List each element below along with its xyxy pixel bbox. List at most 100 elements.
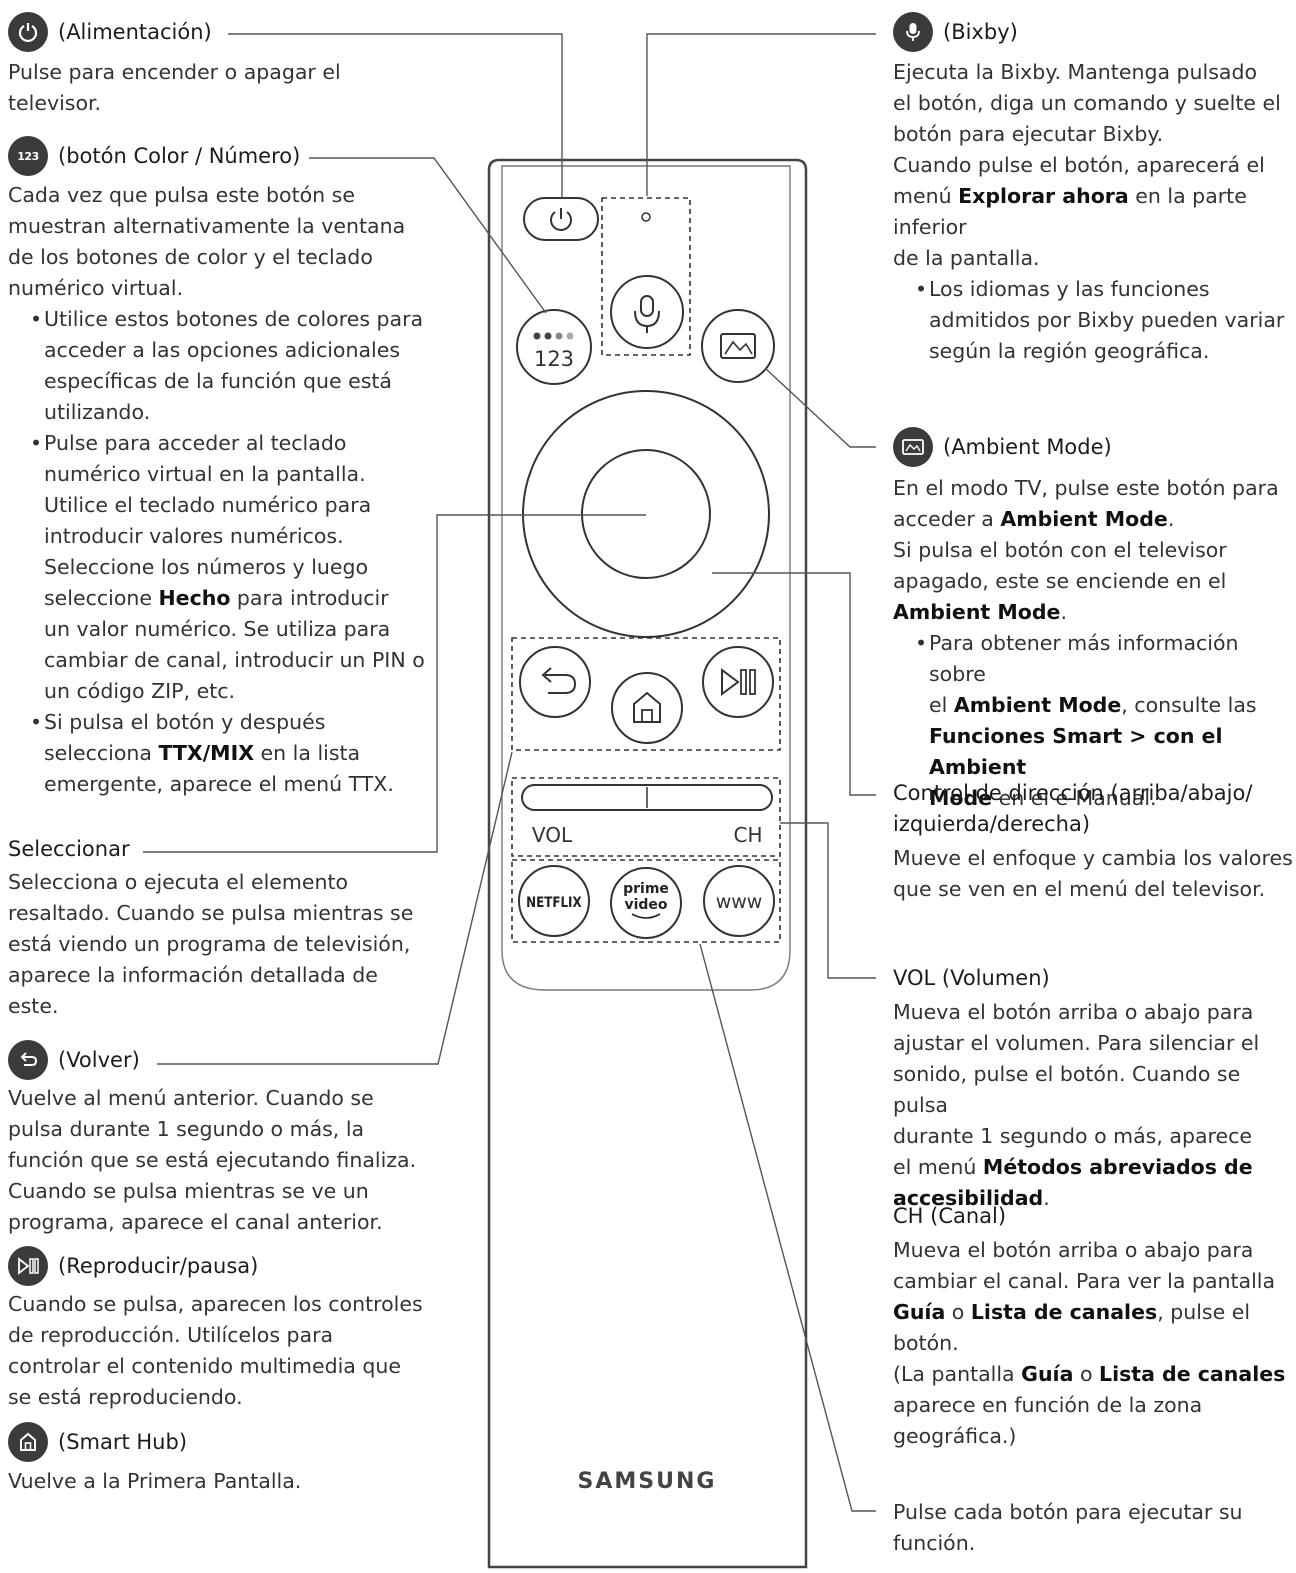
- bixby-desc-4: Cuando pulse el botón, aparecerá el: [893, 153, 1265, 177]
- mic-icon: [640, 295, 654, 317]
- ambient-mode-button[interactable]: [701, 309, 775, 383]
- bixby-desc-1: Ejecuta la Bixby. Mantenga pulsado: [893, 60, 1258, 84]
- play-desc-3: controlar el contenido multimedia que: [8, 1354, 401, 1378]
- bixby-title-text: (Bixby): [943, 19, 1018, 44]
- play-desc-2: de reproducción. Utilícelos para: [8, 1323, 334, 1347]
- brand-logo: SAMSUNG: [578, 1469, 717, 1494]
- select-desc-5: este.: [8, 994, 59, 1018]
- direction-pad[interactable]: [522, 390, 770, 638]
- apps-desc-1: Pulse cada botón para ejecutar su: [893, 1500, 1243, 1524]
- vol-desc-6: accesibilidad.: [893, 1186, 1050, 1210]
- ambient-section: (Ambient Mode) En el modo TV, pulse este…: [893, 427, 1293, 814]
- vol-desc-2: ajustar el volumen. Para silenciar el: [893, 1031, 1260, 1055]
- ambient-title-text: (Ambient Mode): [943, 434, 1112, 459]
- bixby-button[interactable]: [610, 275, 684, 349]
- ambient-desc-5: Ambient Mode.: [893, 600, 1067, 624]
- remote-face-panel: [501, 165, 791, 991]
- power-section: (Alimentación) Pulse para encender o apa…: [8, 12, 428, 119]
- bixby-desc-3: botón para ejecutar Bixby.: [893, 122, 1164, 146]
- color-number-icon: 123: [8, 136, 48, 176]
- power-desc-1: Pulse para encender o apagar el: [8, 60, 341, 84]
- vol-desc-3: sonido, pulse el botón. Cuando se pulsa: [893, 1062, 1241, 1117]
- select-desc-1: Selecciona o ejecuta el elemento: [8, 870, 349, 894]
- play-desc-4: se está reproduciendo.: [8, 1385, 243, 1409]
- ch-label: CH: [733, 823, 762, 847]
- netflix-button[interactable]: NETFLIX: [518, 865, 590, 937]
- color-desc-3: de los botones de color y el teclado: [8, 245, 373, 269]
- prime-label: prime: [623, 881, 669, 897]
- power-icon: [8, 12, 48, 52]
- select-desc-3: está viendo un programa de televisión,: [8, 932, 411, 956]
- power-icon: [550, 211, 572, 231]
- back-title: (Volver): [8, 1040, 428, 1080]
- power-button[interactable]: [523, 197, 599, 241]
- vol-desc-4: durante 1 segundo o más, aparece: [893, 1124, 1252, 1148]
- ch-desc-2: cambiar el canal. Para ver la pantalla: [893, 1269, 1276, 1293]
- ambient-desc-4: apagado, este se enciende en el: [893, 569, 1227, 593]
- vol-label: VOL: [532, 823, 573, 847]
- power-desc-2: televisor.: [8, 91, 102, 115]
- ch-title: CH (Canal): [893, 1204, 1007, 1228]
- prime-video-button[interactable]: prime video: [610, 867, 682, 939]
- play-pause-button[interactable]: [702, 646, 774, 718]
- home-icon: [633, 691, 661, 723]
- vol-desc-1: Mueva el botón arriba o abajo para: [893, 1000, 1254, 1024]
- bixby-desc-2: el botón, diga un comando y suelte el: [893, 91, 1281, 115]
- www-button[interactable]: www: [703, 865, 775, 937]
- back-desc-1: Vuelve al menú anterior. Cuando se: [8, 1086, 374, 1110]
- play-title: (Reproducir/pausa): [8, 1246, 428, 1286]
- bixby-area-outline: [601, 197, 691, 356]
- ch-desc-5: aparece en función de la zona: [893, 1393, 1203, 1417]
- home-button[interactable]: [611, 672, 683, 744]
- home-title-text: (Smart Hub): [58, 1429, 188, 1454]
- color-desc-1: Cada vez que pulsa este botón se: [8, 183, 355, 207]
- home-icon: [8, 1422, 48, 1462]
- play-title-text: (Reproducir/pausa): [58, 1253, 259, 1278]
- color-title: 123 (botón Color / Número): [8, 136, 428, 176]
- direction-title-1: Control de dirección (arriba/abajo/: [893, 781, 1253, 805]
- microphone-hole: [641, 212, 651, 222]
- back-button[interactable]: [519, 646, 591, 718]
- netflix-label: NETFLIX: [526, 895, 581, 911]
- play-desc-1: Cuando se pulsa, aparecen los controles: [8, 1292, 423, 1316]
- back-title-text: (Volver): [58, 1047, 140, 1072]
- direction-title-2: izquierda/derecha): [893, 812, 1091, 836]
- ambient-icon: [720, 333, 756, 359]
- ambient-desc-2: acceder a Ambient Mode.: [893, 507, 1175, 531]
- home-desc-1: Vuelve a la Primera Pantalla.: [8, 1469, 302, 1493]
- vol-ch-rocker[interactable]: [521, 784, 773, 811]
- bixby-desc-6: de la pantalla.: [893, 246, 1040, 270]
- home-title: (Smart Hub): [8, 1422, 428, 1462]
- select-button[interactable]: [581, 449, 711, 579]
- direction-desc-1: Mueve el enfoque y cambia los valores: [893, 846, 1293, 870]
- vol-section: VOL (Volumen) Mueva el botón arriba o ab…: [893, 963, 1293, 1214]
- color-number-section: 123 (botón Color / Número) Cada vez que …: [8, 136, 428, 800]
- color-number-button[interactable]: 123: [516, 309, 592, 385]
- bixby-title: (Bixby): [893, 12, 1293, 52]
- select-desc-4: aparece la información detallada de: [8, 963, 378, 987]
- ch-section: CH (Canal) Mueva el botón arriba o abajo…: [893, 1201, 1293, 1452]
- back-desc-4: Cuando se pulsa mientras se ve un: [8, 1179, 369, 1203]
- ambient-desc-3: Si pulsa el botón con el televisor: [893, 538, 1227, 562]
- numpad-label: 123: [534, 347, 574, 371]
- power-title-text: (Alimentación): [58, 19, 212, 44]
- play-pause-icon: [8, 1246, 48, 1286]
- bixby-section: (Bixby) Ejecuta la Bixby. Mantenga pulsa…: [893, 12, 1293, 367]
- vol-desc-5: el menú Métodos abreviados de: [893, 1155, 1253, 1179]
- prime-smile-icon: [631, 913, 661, 919]
- ch-desc-1: Mueva el botón arriba o abajo para: [893, 1238, 1254, 1262]
- back-desc-5: programa, aparece el canal anterior.: [8, 1210, 383, 1234]
- back-desc-2: pulsa durante 1 segundo o más, la: [8, 1117, 365, 1141]
- color-bullets: Utilice estos botones de colores paraacc…: [8, 304, 428, 800]
- www-label: www: [716, 891, 763, 913]
- back-section: (Volver) Vuelve al menú anterior. Cuando…: [8, 1040, 428, 1238]
- power-title: (Alimentación): [8, 12, 428, 52]
- ch-desc-6: geográfica.): [893, 1424, 1017, 1448]
- microphone-icon: [893, 12, 933, 52]
